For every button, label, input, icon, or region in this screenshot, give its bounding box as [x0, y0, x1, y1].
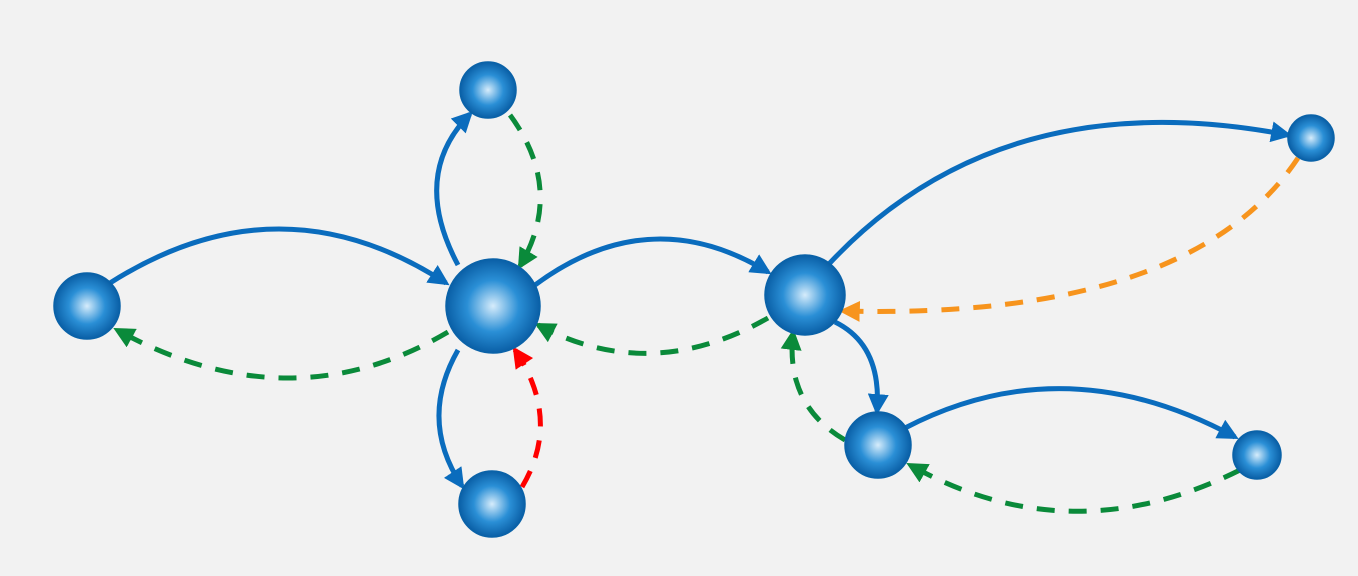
edge-far-top-right-to-mid — [838, 156, 1301, 322]
edge-hub-to-bottom — [436, 348, 465, 490]
edge-mid-to-far-top-right — [826, 119, 1293, 267]
node-bottom — [458, 470, 526, 538]
node-mid — [764, 254, 846, 336]
edge-hub-to-top — [434, 111, 473, 267]
edge-lower-mid-to-mid — [780, 328, 847, 443]
node-far-top-right — [1287, 114, 1335, 162]
edge-mid-to-lower-mid — [833, 319, 889, 416]
edge-hub-to-left — [113, 327, 450, 381]
node-lower-right — [1232, 430, 1282, 480]
edge-top-to-hub — [507, 113, 543, 270]
node-top — [459, 61, 517, 119]
node-hub — [445, 258, 541, 354]
edge-lower-right-to-lower-mid — [906, 462, 1242, 514]
edge-left-to-hub — [108, 226, 450, 286]
node-left — [53, 272, 121, 340]
node-lower-mid — [844, 411, 912, 479]
edge-bottom-to-hub — [512, 346, 543, 489]
edge-hub-to-mid — [533, 236, 772, 288]
edge-lower-mid-to-lower-right — [903, 386, 1239, 440]
edge-mid-to-hub — [534, 315, 770, 356]
